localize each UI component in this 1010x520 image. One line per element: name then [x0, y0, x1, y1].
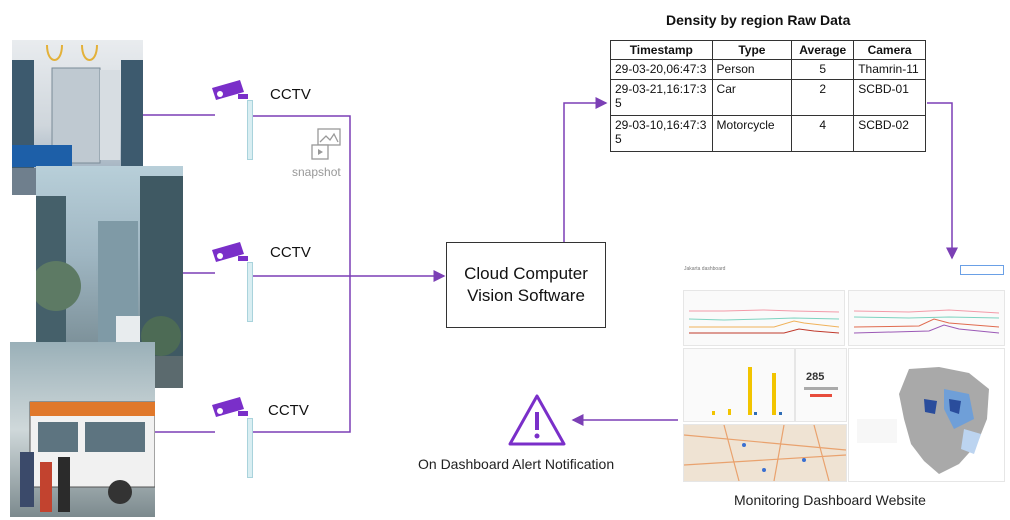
dashboard-street-map — [683, 424, 847, 482]
arrow-cloud-to-table — [563, 97, 608, 242]
photo-bus-station — [10, 342, 155, 517]
dashboard-header-button — [960, 265, 1004, 275]
cctv-label-1: CCTV — [270, 86, 311, 103]
cloud-vision-software-box: Cloud Computer Vision Software — [446, 242, 606, 328]
cell-type: Person — [711, 59, 793, 80]
cloud-box-line1: Cloud Computer — [464, 264, 588, 283]
cloud-box-line2: Vision Software — [467, 286, 585, 305]
cctv-pole-2 — [247, 262, 253, 322]
cell-camera: SCBD-01 — [853, 79, 926, 116]
snapshot-label: snapshot — [292, 165, 341, 179]
cell-average: 2 — [791, 79, 855, 116]
header-type: Type — [711, 40, 793, 60]
table-row: 29-03-20,06:47:3 Person 5 Thamrin-11 — [610, 59, 926, 80]
table-row: 29-03-10,16:47:3 5 Motorcycle 4 SCBD-02 — [610, 115, 926, 152]
cctv-pole-3 — [247, 418, 253, 478]
cell-average: 4 — [791, 115, 855, 152]
dashboard-screenshot: Jakarta dashboard 285 — [680, 262, 1005, 484]
cell-timestamp: 29-03-10,16:47:3 5 — [610, 115, 713, 152]
cctv-camera-1 — [210, 78, 252, 113]
cell-camera: Thamrin-11 — [853, 59, 926, 80]
dashboard-bar-chart — [683, 348, 795, 422]
dashboard-caption: Monitoring Dashboard Website — [734, 492, 926, 508]
cctv-pole-1 — [247, 100, 253, 160]
dashboard-header-text: Jakarta dashboard — [684, 266, 726, 272]
snapshot-icon — [310, 128, 346, 167]
raw-data-table: Timestamp Type Average Camera 29-03-20,0… — [610, 40, 926, 152]
header-camera: Camera — [853, 40, 926, 60]
arrow-table-to-dashboard — [927, 102, 958, 260]
line-cctv-bus — [250, 115, 351, 433]
alert-caption: On Dashboard Alert Notification — [418, 456, 615, 472]
cctv-camera-2 — [210, 240, 252, 275]
cell-average: 5 — [791, 59, 855, 80]
dashboard-big-number: 285 — [806, 371, 825, 383]
alert-warning-icon — [506, 392, 568, 453]
dashboard-line-chart-1 — [683, 290, 845, 346]
cctv-label-3: CCTV — [268, 402, 309, 419]
cctv-camera-3 — [210, 395, 252, 430]
cctv-icon — [212, 242, 248, 262]
cell-camera: SCBD-02 — [853, 115, 926, 152]
dashboard-map-jakarta — [848, 348, 1005, 482]
cctv-icon — [212, 80, 248, 100]
cctv-label-2: CCTV — [270, 244, 311, 261]
header-timestamp: Timestamp — [610, 40, 713, 60]
cctv-icon — [212, 397, 248, 417]
dashboard-number-alert — [810, 394, 832, 397]
header-average: Average — [791, 40, 855, 60]
dashboard-number-sublabel — [804, 387, 838, 390]
cell-timestamp: 29-03-21,16:17:3 5 — [610, 79, 713, 116]
dashboard-number-card: 285 — [795, 348, 847, 422]
cell-type: Motorcycle — [711, 115, 793, 152]
dashboard-line-chart-2 — [848, 290, 1005, 346]
table-row: 29-03-21,16:17:3 5 Car 2 SCBD-01 — [610, 79, 926, 116]
table-header-row: Timestamp Type Average Camera — [610, 40, 926, 60]
cell-type: Car — [711, 79, 793, 116]
cell-timestamp: 29-03-20,06:47:3 — [610, 59, 713, 80]
raw-data-title: Density by region Raw Data — [666, 12, 851, 28]
